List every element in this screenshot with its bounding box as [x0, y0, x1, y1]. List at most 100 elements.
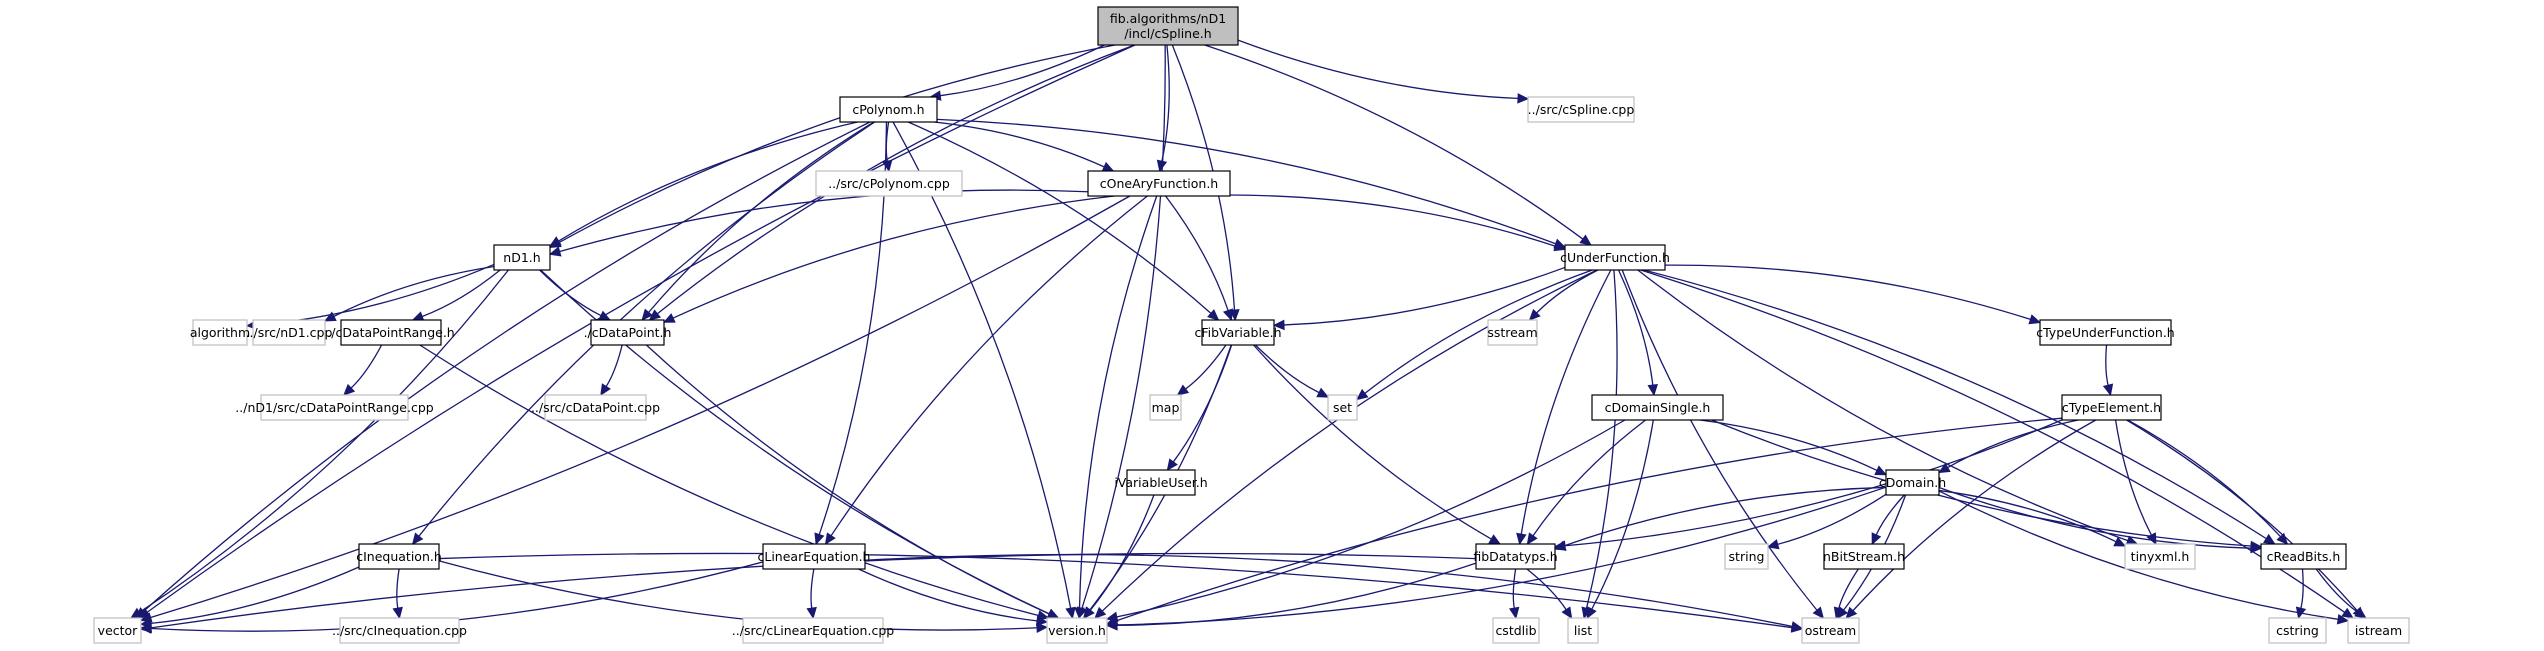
arrowhead-fibDatatyps-to-vector [139, 622, 153, 633]
edge-cUnderFunction-to-cTypeUnderFunction [1664, 264, 2031, 321]
node-tinyxml: tinyxml.h [2124, 543, 2196, 570]
node-version: version.h [1046, 617, 1108, 644]
node-label: tinyxml.h [2131, 549, 2190, 564]
node-box [1823, 543, 1905, 570]
edge-cOneAryFunction-to-cLinearEquation [830, 195, 1148, 537]
arrowhead-cPolynom-to-cInequation [411, 532, 424, 545]
arrowhead-cUnderFunction-to-cTypeUnderFunction [2028, 314, 2042, 325]
edge-cSpline-to-cSplineCpp [1237, 39, 1519, 100]
node-iVariableUser[interactable]: iVariableUser.h [1114, 469, 1208, 496]
node-cstring: cstring [2268, 617, 2327, 644]
edge-fibDatatyps-to-list [1526, 568, 1567, 610]
arrowhead-cDomain-to-tinyxml [2113, 536, 2127, 547]
arrowhead-cPolynom-to-cLinearEquation [814, 532, 825, 546]
arrowhead-cPolynom-to-version [1065, 606, 1076, 620]
arrowhead-cLinearEquation-to-cLinearEquationCpp [806, 606, 817, 620]
node-label: cDomain.h [1879, 475, 1946, 490]
edge-cDomain-to-version [1116, 486, 1887, 626]
node-label: fibDatatyps.h [1473, 549, 1557, 564]
node-cTypeElement[interactable]: cTypeElement.h [2061, 394, 2162, 421]
node-cDomainSingle[interactable]: cDomainSingle.h [1591, 394, 1724, 421]
edge-cInequation-to-vector [150, 566, 360, 624]
node-label: algorithm [190, 325, 250, 340]
arrowhead-cTypeUnderFunction-to-cTypeElement [2102, 383, 2114, 397]
node-box [2268, 617, 2327, 644]
arrowhead-fibDatatyps-to-version [1105, 620, 1118, 631]
edge-cLinearEquation-to-ostream [864, 553, 1793, 628]
node-cUnderFunction[interactable]: cUnderFunction.h [1560, 244, 1670, 271]
node-label: cLinearEquation.h [758, 549, 871, 564]
node-box [839, 96, 938, 123]
node-label: /incl/cSpline.h [1124, 26, 1211, 41]
arrowhead-cUnderFunction-to-fibDatatyps [1516, 532, 1527, 546]
node-label: fib.algorithms/nD1 [1110, 11, 1226, 26]
nodes-layer: fib.algorithms/nD1/incl/cSpline.h cPolyno… [93, 6, 2410, 644]
node-cSplineCpp: ../src/cSpline.cpp [1527, 96, 1635, 123]
edge-cUnderFunction-to-cReadBits [1643, 269, 2267, 540]
node-box [1527, 96, 1635, 123]
arrowhead-cTypeElement-to-tinyxml [2146, 532, 2157, 546]
edge-fibDatatyps-to-version [1116, 562, 1477, 627]
node-cReadBits[interactable]: cReadBits.h [2260, 543, 2347, 570]
node-label: set [1333, 400, 1352, 415]
node-label: iVariableUser.h [1114, 475, 1207, 490]
node-box [1564, 244, 1666, 271]
edge-cTypeElement-to-cReadBits [2127, 419, 2282, 538]
edge-cOneAryFunction-to-version [1078, 195, 1158, 609]
node-cPolynomCpp: ../src/cPolynom.cpp [815, 170, 963, 197]
node-box [1567, 617, 1599, 644]
arrowhead-nD1-to-vector [130, 607, 143, 619]
node-fibDatatyps[interactable]: fibDatatyps.h [1473, 543, 1558, 570]
node-cLinearEquation[interactable]: cLinearEquation.h [758, 543, 871, 570]
node-string: string [1724, 543, 1769, 570]
edge-cDomainSingle-to-fibDatatyps [1532, 419, 1646, 537]
node-nBitStream[interactable]: nBitStream.h [1823, 543, 1905, 570]
node-cSpline[interactable]: fib.algorithms/nD1/incl/cSpline.h [1097, 6, 1239, 46]
arrowhead-cOneAryFunction-to-version [1074, 607, 1085, 620]
node-label: ../src/cPolynom.cpp [828, 176, 950, 191]
node-box [544, 394, 647, 421]
edge-cDomain-to-nBitStream [1875, 494, 1905, 536]
edge-cReadBits-to-istream [2315, 568, 2359, 613]
node-box [339, 617, 460, 644]
edge-iVariableUser-to-version [1089, 494, 1155, 611]
node-ostream: ostream [1801, 617, 1860, 644]
edge-cFibVariable-to-set [1254, 344, 1320, 394]
arrowhead-cTypeElement-to-cReadBits [2276, 532, 2289, 545]
node-vector: vector [93, 617, 142, 644]
node-nD1[interactable]: nD1.h [493, 244, 551, 271]
arrowhead-cUnderFunction-to-version [1094, 606, 1107, 619]
edge-cInequation-to-cInequationCpp [396, 568, 400, 609]
node-cFibVariable[interactable]: cFibVariable.h [1194, 319, 1282, 346]
arrowhead-cFibVariable-to-fibDatatyps [1488, 534, 1502, 545]
node-box [340, 319, 442, 346]
edge-cUnderFunction-to-fibDatatyps [1520, 269, 1612, 535]
node-label: map [1152, 400, 1180, 415]
node-cDataPointCpp: ../src/cDataPoint.cpp [531, 394, 660, 421]
edge-cTypeElement-to-version [1116, 417, 2063, 622]
arrowhead-cPolynom-to-cPolynomCpp [881, 159, 893, 173]
arrowhead-cInequation-to-cInequationCpp [392, 606, 403, 620]
edge-cPolynom-to-cFibVariable [907, 121, 1212, 314]
node-label: version.h [1048, 623, 1106, 638]
edge-cUnderFunction-to-sstream [1536, 269, 1599, 314]
node-cPolynom[interactable]: cPolynom.h [839, 96, 938, 123]
arrowhead-cUnderFunction-to-sstream [1528, 308, 1541, 321]
node-cDataPointRange[interactable]: ./cDataPointRange.h [327, 319, 455, 346]
node-cOneAryFunction[interactable]: cOneAryFunction.h [1087, 170, 1231, 197]
node-cTypeUnderFunction[interactable]: cTypeUnderFunction.h [2036, 319, 2175, 346]
node-cDomain[interactable]: cDomain.h [1879, 469, 1946, 496]
edge-fibDatatyps-to-cstdlib [1512, 568, 1517, 609]
arrowhead-cPolynom-to-cFibVariable [1207, 309, 1220, 321]
node-label: cPolynom.h [852, 102, 924, 117]
node-cDataPoint[interactable]: ./cDataPoint.h [584, 319, 672, 346]
node-box [1087, 170, 1231, 197]
edge-cPolynom-to-cUnderFunction [936, 118, 1556, 245]
edge-cDomain-to-cReadBits [1938, 486, 2252, 549]
node-cstdlib: cstdlib [1492, 617, 1540, 644]
edge-cUnderFunction-to-ostream [1621, 269, 1818, 611]
edge-cUnderFunction-to-tinyxml [1637, 269, 2129, 542]
node-box [93, 617, 142, 644]
arrowhead-cDomain-to-nBitStream [1871, 532, 1882, 546]
node-cInequation[interactable]: cInequation.h [356, 543, 442, 570]
